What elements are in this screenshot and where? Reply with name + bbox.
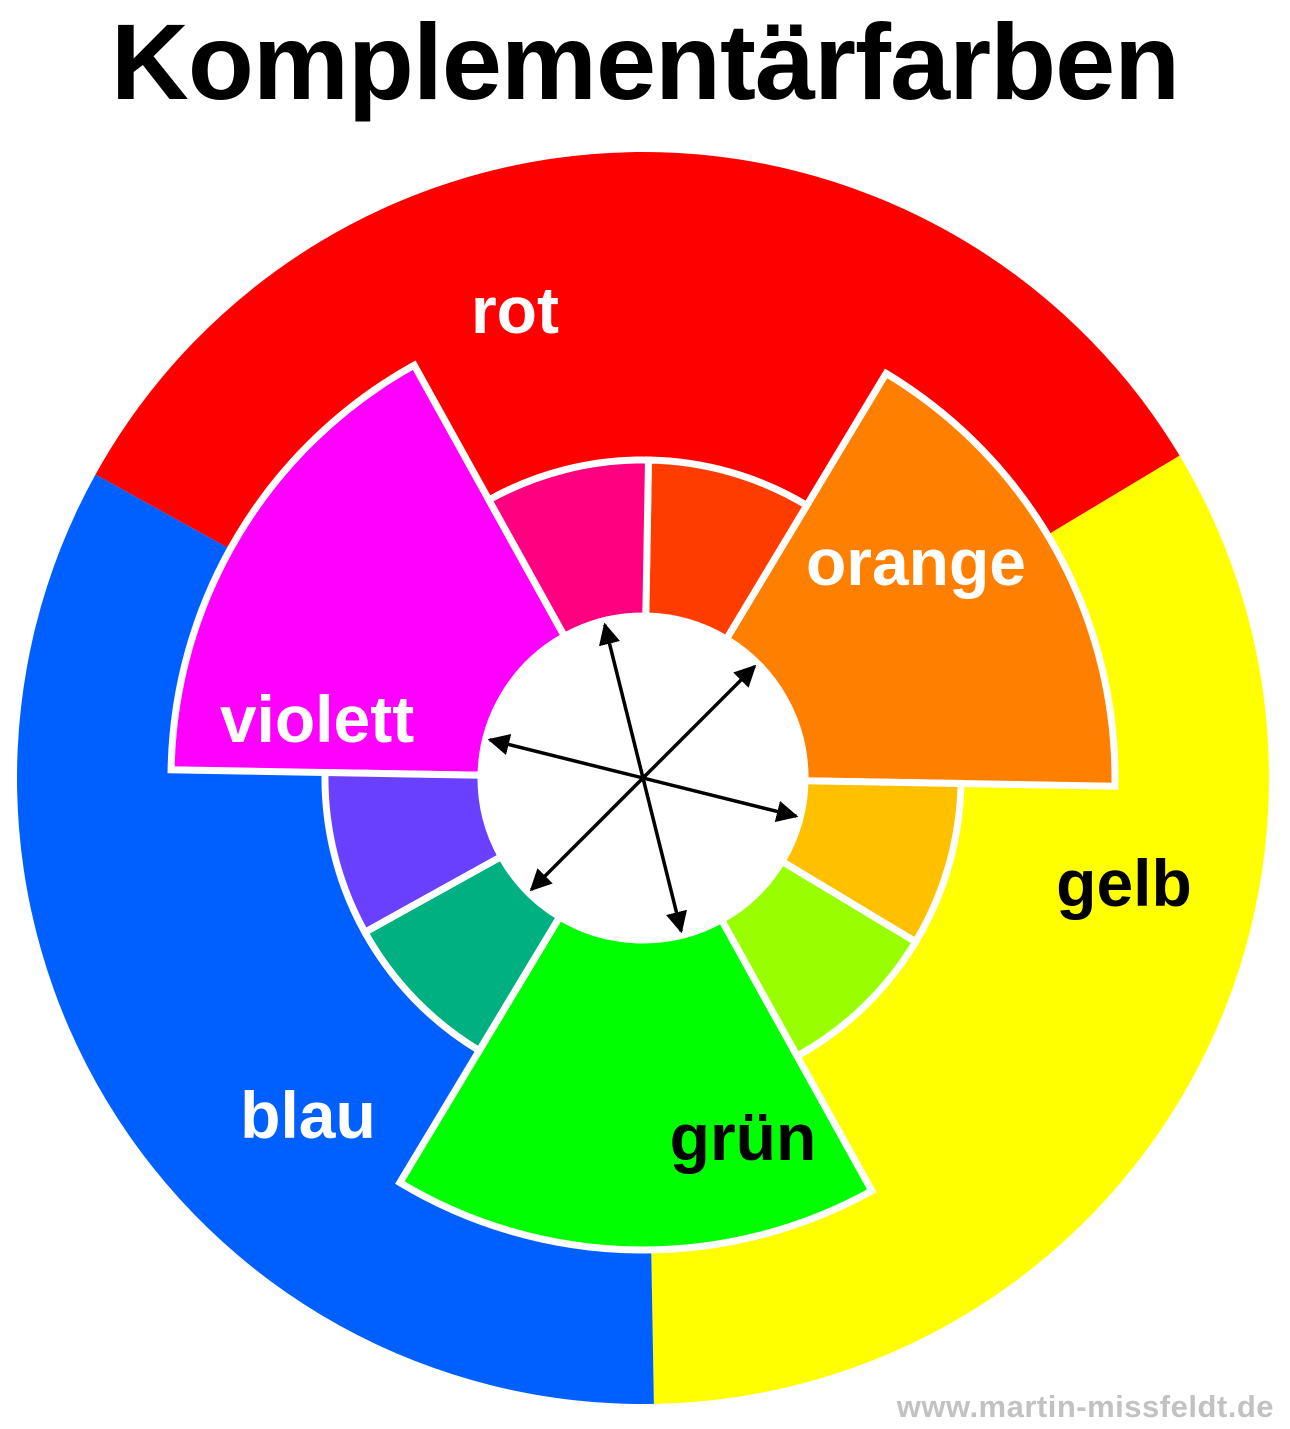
arrow-gelb-violett: [487, 733, 799, 823]
page-title: Komplementärfarben: [110, 1, 1180, 122]
complementary-arrows: [487, 622, 799, 934]
label-violett: violett: [220, 682, 414, 756]
secondary-wedges: [167, 360, 1119, 1254]
watermark: www.martin-missfeldt.de: [896, 1389, 1274, 1424]
label-rot: rot: [471, 273, 559, 347]
label-gelb: gelb: [1056, 846, 1192, 920]
label-orange: orange: [806, 525, 1026, 599]
label-gruen: grün: [670, 1100, 817, 1174]
label-blau: blau: [240, 1078, 376, 1152]
wedge-labels: rot gelb blau orange grün violett: [220, 273, 1192, 1174]
